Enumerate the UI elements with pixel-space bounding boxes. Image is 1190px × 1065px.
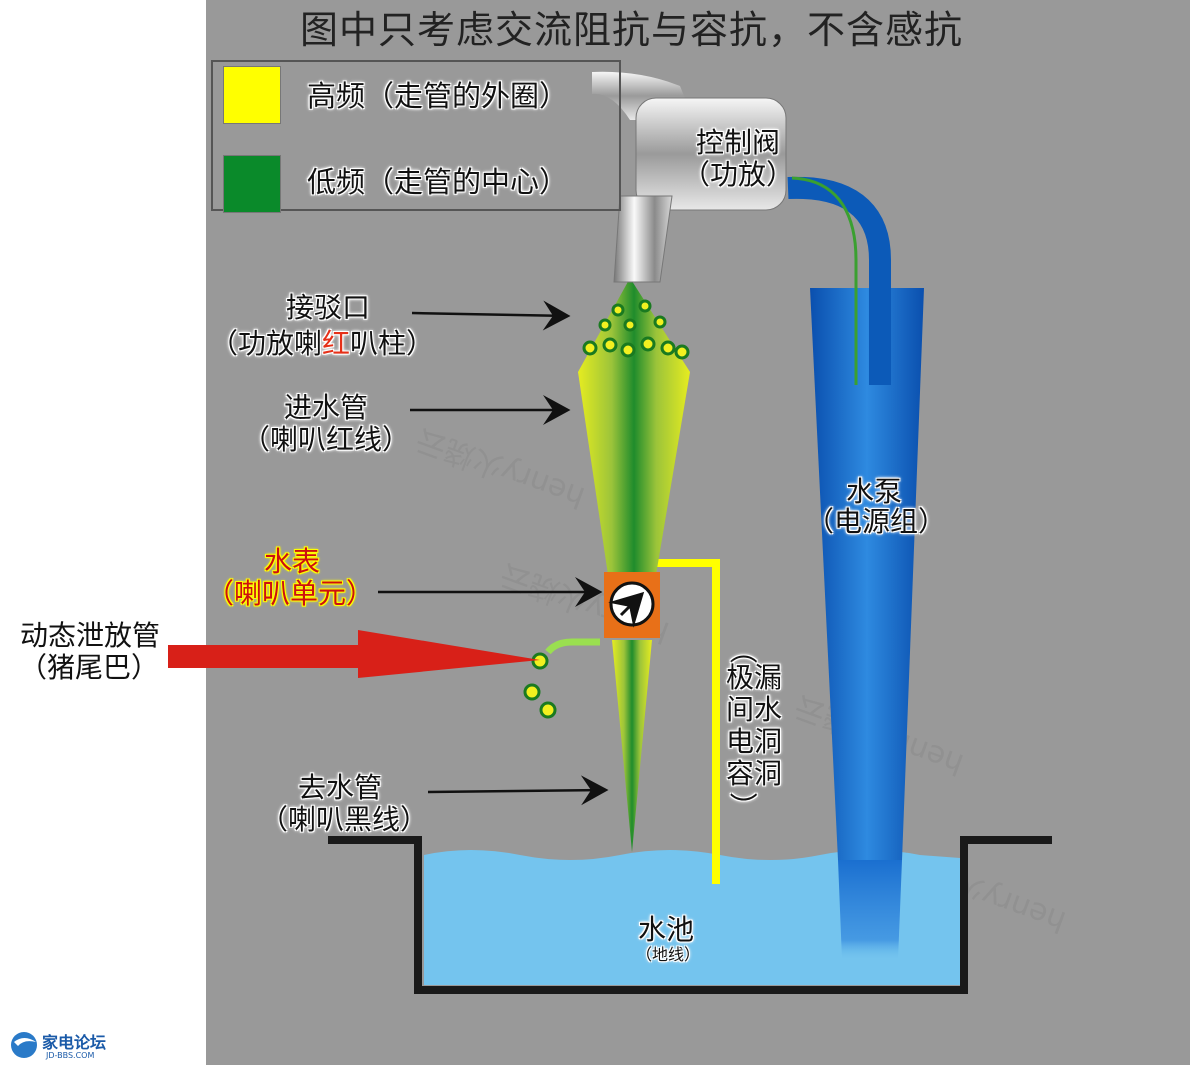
pump-sublabel: （电源组） <box>806 505 947 538</box>
leak-paren-open: （ <box>726 635 760 665</box>
legend-label-high: 高频（走管的外圈） <box>307 79 569 113</box>
leak-wire <box>655 559 720 884</box>
leak-paren-close: ） <box>726 791 760 821</box>
bleed-label: 动态泄放管 <box>19 619 160 652</box>
pump-outflow <box>838 860 902 960</box>
connector-sublabel: （功放喇红叭柱） <box>210 327 435 360</box>
meter-sublabel: （喇叭单元） <box>205 577 374 610</box>
bleed-arrow <box>168 630 540 678</box>
legend-label-low: 低频（走管的中心） <box>307 165 569 199</box>
valve-label: 控制阀 <box>695 126 780 159</box>
legend-swatch-low <box>223 155 281 213</box>
legend: 高频（走管的外圈） 低频（走管的中心） <box>211 60 621 213</box>
pump-label: 水泵 <box>845 475 902 508</box>
outlet-pointer <box>427 775 609 806</box>
meter-label: 水表 <box>263 545 320 578</box>
connector-label: 接驳口 <box>285 291 370 324</box>
valve-sublabel: （功放） <box>682 158 795 191</box>
watermark: henry火烧云 <box>411 421 589 514</box>
bleed-sublabel: （猪尾巴） <box>18 651 159 684</box>
meter-needle <box>608 591 645 628</box>
logo-name: 家电论坛 <box>42 1033 106 1052</box>
inlet-pipe <box>578 372 690 575</box>
leak-label-3: 电洞 <box>726 725 783 758</box>
pump-pipe-inner <box>791 176 858 385</box>
bleed-pipe <box>545 638 600 655</box>
outlet-label: 去水管 <box>297 771 382 804</box>
site-logo: 家电论坛 JD-BBS.COM <box>6 1030 126 1060</box>
inlet-label: 进水管 <box>283 391 368 424</box>
leak-label-2: 间水 <box>726 693 783 726</box>
diagram-title: 图中只考虑交流阻抗与容抗，不含感抗 <box>300 8 964 52</box>
leak-label-4: 容洞 <box>726 757 783 790</box>
leak-label-1: 极漏 <box>726 661 783 694</box>
bleed-drops <box>523 652 557 719</box>
outlet-sublabel: （喇叭黑线） <box>259 803 428 836</box>
inlet-sublabel: （喇叭红线） <box>241 423 410 456</box>
logo-icon: 家电论坛 JD-BBS.COM <box>11 1032 106 1060</box>
pump-pipe <box>787 176 891 385</box>
connector-pointer <box>411 300 571 331</box>
pool-sublabel: （地线） <box>635 945 700 964</box>
outlet-pipe <box>612 640 652 852</box>
pump-body <box>810 288 924 860</box>
valve-spout <box>613 195 673 283</box>
water-pool <box>424 850 960 985</box>
pool-label: 水池 <box>637 913 694 946</box>
legend-swatch-high <box>223 66 281 124</box>
logo-url: JD-BBS.COM <box>45 1051 94 1060</box>
pool-wall <box>328 836 1052 994</box>
valve-body <box>635 97 787 211</box>
droplets <box>582 299 690 360</box>
